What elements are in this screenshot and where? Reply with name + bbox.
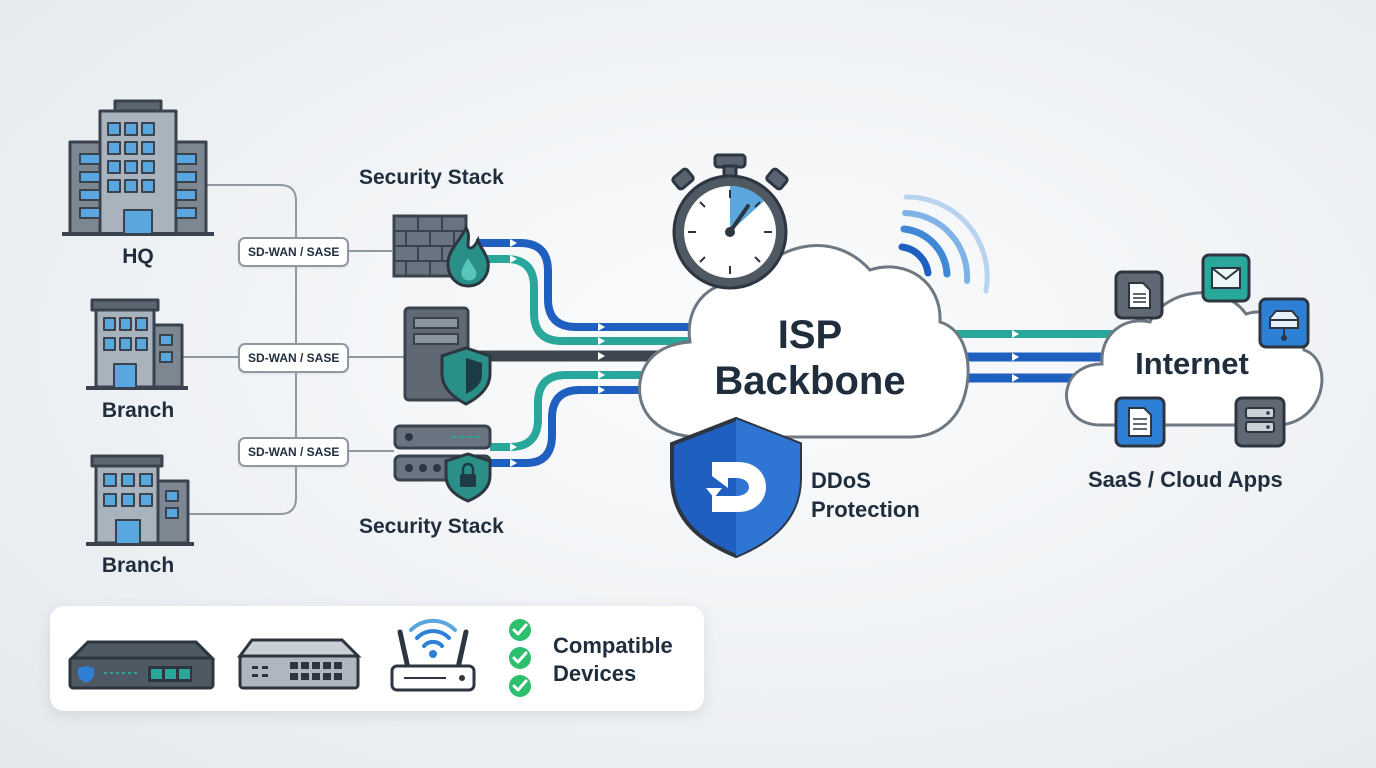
- backbone-title-line1: ISP: [777, 313, 843, 357]
- branch-building-icon: [86, 454, 194, 546]
- internet-title: Internet: [1135, 346, 1249, 381]
- check-icon: [509, 619, 531, 641]
- stopwatch-icon: [671, 153, 789, 290]
- ddos-label-line1: DDoS: [811, 468, 871, 493]
- document-icon: [1114, 270, 1164, 320]
- site-label-branch-2: Branch: [101, 554, 175, 577]
- internet-cloud: [1065, 291, 1324, 427]
- storage-icon: [1258, 297, 1310, 349]
- backbone-title-line2: Backbone: [714, 359, 906, 403]
- check-icon: [509, 675, 531, 697]
- compatible-devices-line1: Compatible: [553, 633, 673, 658]
- compatible-devices-graphics: [68, 618, 531, 697]
- ddos-shield-icon: [670, 416, 802, 559]
- firewall-icon: [392, 214, 490, 288]
- server-icon: [1234, 396, 1286, 448]
- flow-arrows-left: [510, 239, 605, 467]
- compatible-devices-panel: Compatible Devices: [50, 606, 704, 711]
- sdwan-link-label: SD-WAN / SASE: [238, 343, 350, 373]
- compatible-devices-label: Compatible Devices: [553, 632, 673, 688]
- wireless-signal-icon: [898, 194, 990, 294]
- uplink-paths: [470, 239, 720, 467]
- lock-appliance-icon: [393, 424, 492, 503]
- branch-building-icon: [86, 298, 188, 390]
- sdwan-link-label: SD-WAN / SASE: [238, 437, 350, 467]
- rack-router-icon: [68, 640, 216, 690]
- site-label-hq: HQ: [122, 245, 154, 268]
- backbone-title: ISP Backbone: [690, 312, 930, 404]
- site-label-branch-1: Branch: [101, 399, 175, 422]
- internet-caption: SaaS / Cloud Apps: [1088, 467, 1283, 492]
- ddos-label-line2: Protection: [811, 497, 920, 522]
- sdwan-link-label: SD-WAN / SASE: [238, 237, 350, 267]
- security-stack-label-bottom: Security Stack: [359, 515, 504, 538]
- security-stack-label-top: Security Stack: [359, 166, 504, 189]
- check-icon: [509, 647, 531, 669]
- hq-building-icon: [62, 99, 214, 236]
- wifi-router-icon: [390, 618, 476, 692]
- mail-icon: [1201, 253, 1251, 303]
- isp-backbone-cloud: [638, 244, 970, 439]
- flow-arrows-right: [1012, 330, 1019, 382]
- shield-server-icon: [403, 306, 492, 406]
- network-switch-icon: [237, 638, 362, 690]
- ddos-label: DDoS Protection: [811, 466, 920, 524]
- document-icon: [1114, 396, 1166, 448]
- compatible-devices-line2: Devices: [553, 661, 637, 686]
